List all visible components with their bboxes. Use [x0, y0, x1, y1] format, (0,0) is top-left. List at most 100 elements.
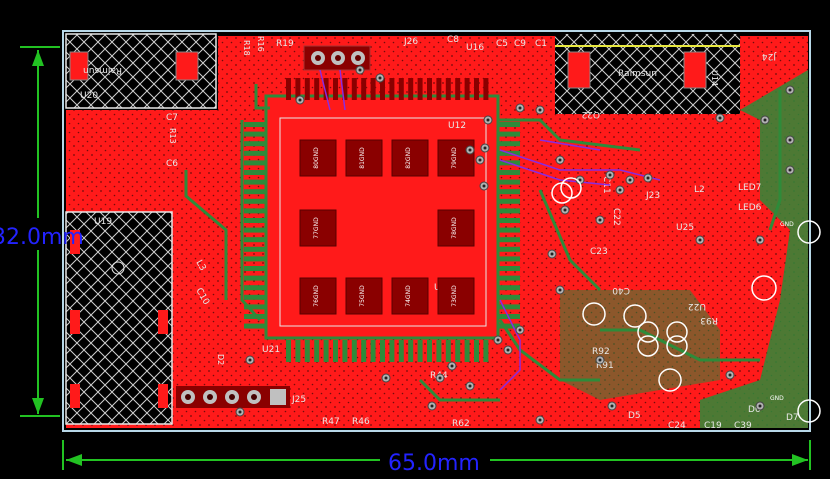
- d7-label: D7: [786, 413, 799, 423]
- traces: [184, 84, 782, 402]
- u12-label: U12: [448, 121, 466, 131]
- mcu-pin: [286, 78, 291, 100]
- via-hole: [718, 116, 722, 120]
- gnd-pad-label: 81GND: [359, 147, 366, 169]
- gnd-pad: 78GND: [437, 209, 475, 247]
- via-hole: [646, 176, 650, 180]
- mcu-top-pins: [286, 78, 489, 100]
- via-hole: [478, 158, 482, 162]
- purple-traces: [319, 69, 661, 391]
- c40-label: C40: [612, 285, 630, 295]
- l2-label: L2: [694, 185, 705, 195]
- c1-label: C1: [535, 39, 547, 49]
- mcu-pin: [244, 304, 266, 310]
- u14-label: U14: [710, 70, 719, 86]
- via-hole: [468, 384, 472, 388]
- u21-label: U21: [262, 345, 280, 355]
- mcu-bottom-pins: [286, 340, 489, 362]
- height-dimension: [20, 46, 60, 417]
- via-hole: [482, 184, 486, 188]
- u19-connector: U19: [65, 211, 173, 425]
- via-hole: [618, 188, 622, 192]
- via-hole: [578, 178, 582, 182]
- r16-label: R16: [256, 36, 265, 52]
- mcu-pin: [498, 189, 520, 195]
- mcu-pin: [483, 78, 489, 100]
- l3-label: L3: [193, 259, 207, 273]
- bottom-header: J25: [176, 386, 306, 408]
- mcu-pin: [333, 78, 338, 100]
- mcu-pin: [244, 285, 266, 291]
- mcu-pin: [244, 208, 266, 214]
- via-hole: [496, 338, 500, 342]
- mcu-pin: [244, 198, 266, 204]
- mcu-pin: [498, 275, 520, 281]
- mcu-pin: [427, 340, 432, 362]
- r91-label: R91: [596, 361, 614, 371]
- width-dimension: [62, 440, 811, 470]
- mcu-pin: [351, 78, 357, 100]
- mcu-pin: [351, 340, 357, 362]
- mcu-pin: [342, 78, 348, 100]
- mcu-pin: [498, 256, 520, 262]
- r47-label: R47: [322, 417, 340, 427]
- height-dimension-label: 32.0mm: [0, 225, 84, 250]
- u20-label: U20: [80, 91, 98, 101]
- via-hole: [788, 88, 792, 92]
- via-hole: [486, 118, 490, 122]
- gnd-pad: 77GND: [299, 209, 337, 247]
- mcu-pin: [483, 340, 489, 362]
- mcu-pin: [498, 208, 520, 214]
- mcu-pin: [244, 131, 266, 137]
- mcu-pin: [361, 340, 367, 362]
- mcu-pin: [244, 237, 266, 243]
- via-hole: [538, 418, 542, 422]
- u14-connector: Raimsun U14: [555, 34, 740, 114]
- c6-label: C6: [166, 159, 178, 169]
- c8-label: C8: [447, 35, 459, 45]
- c39-label: C39: [734, 421, 752, 431]
- gnd-pad-label: 76GND: [313, 285, 320, 307]
- mcu-pin: [436, 340, 442, 362]
- mcu-pin: [398, 340, 404, 362]
- gnd-pad: 80GND: [299, 139, 337, 177]
- mcu-pin: [408, 340, 414, 362]
- via-hole: [788, 168, 792, 172]
- via-hole: [248, 358, 252, 362]
- mcu-pin: [498, 131, 520, 137]
- board-outline: [62, 30, 811, 432]
- mcu-pin: [389, 340, 395, 362]
- mcu-pin: [314, 78, 320, 100]
- mcu-pin: [286, 340, 291, 362]
- d5-label: D5: [628, 411, 641, 421]
- mcu-pin: [498, 294, 520, 300]
- via-hole: [763, 118, 767, 122]
- mcu-pin: [380, 340, 385, 362]
- via-hole: [608, 173, 612, 177]
- q22-label: Q22: [581, 109, 600, 119]
- gnd-pad-label: 80GND: [313, 147, 320, 169]
- mcu-pin: [323, 78, 329, 100]
- gnd-pad: 81GND: [345, 139, 383, 177]
- d2-label: D2: [216, 354, 225, 365]
- mcu-pin: [244, 323, 266, 329]
- mcu-pin: [244, 246, 266, 252]
- mcu-pin: [380, 78, 385, 100]
- mcu-pin: [244, 170, 266, 175]
- highlight-circles: [551, 177, 821, 423]
- mcu-pin: [498, 227, 520, 233]
- c7-label: C7: [166, 113, 178, 123]
- via-hole: [430, 404, 434, 408]
- gnd-pad-label: 74GND: [405, 285, 412, 307]
- via-hole: [758, 238, 762, 242]
- gnd-pad: 82GND: [391, 139, 429, 177]
- via-hole: [598, 218, 602, 222]
- via-hole: [438, 376, 442, 380]
- via-hole: [698, 238, 702, 242]
- mcu-pin: [244, 141, 266, 147]
- c19-label: C19: [704, 421, 722, 431]
- u22-label: U22: [688, 301, 706, 311]
- mcu-pin: [304, 340, 310, 362]
- r92-label: R92: [592, 347, 610, 357]
- mcu-pin: [417, 78, 423, 100]
